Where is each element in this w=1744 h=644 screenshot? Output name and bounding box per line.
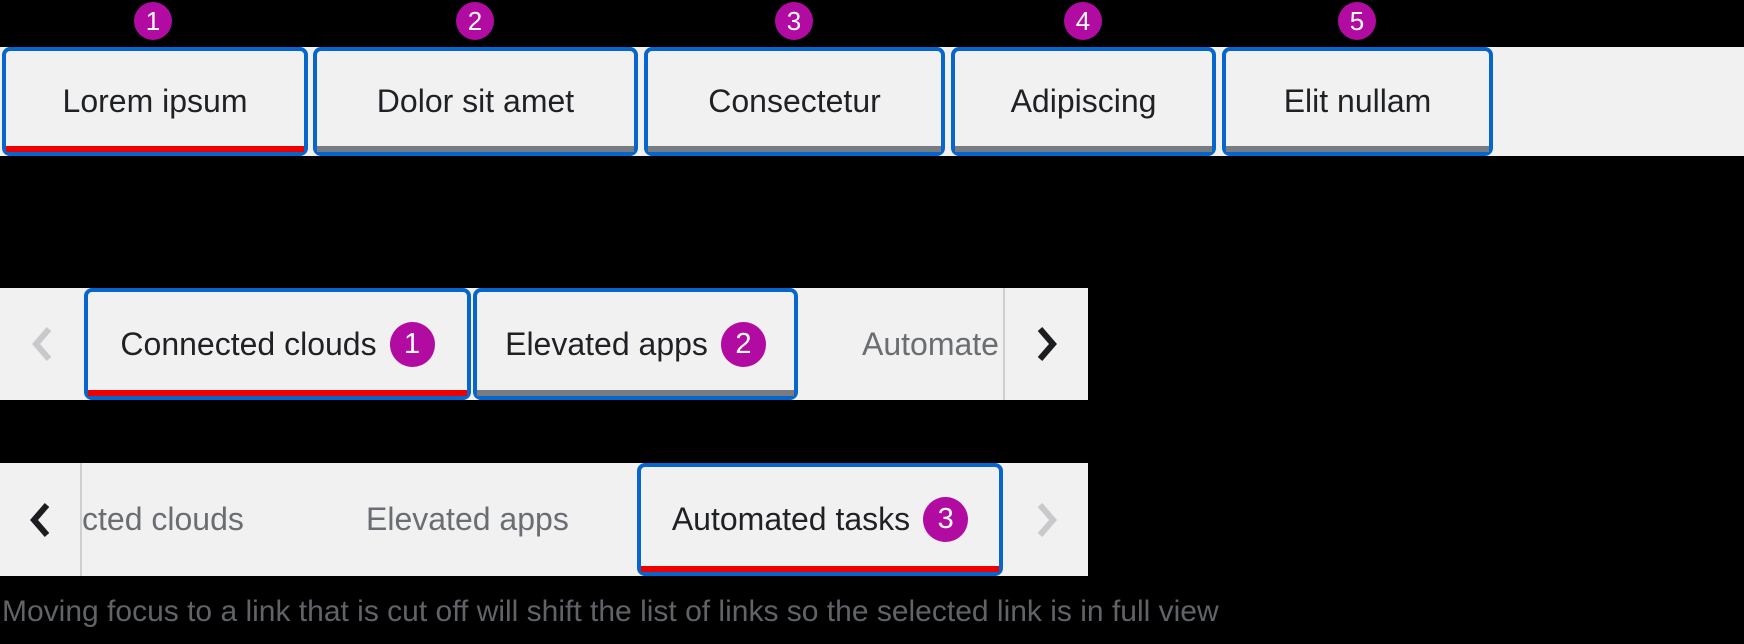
tab-elevated-apps[interactable]: Elevated apps [366, 501, 569, 537]
tab-connected-clouds[interactable]: Connected clouds 1 [84, 288, 471, 400]
annotation-badge-2: 2 [720, 321, 766, 367]
angle-right-icon [1037, 502, 1057, 537]
tab-adipiscing[interactable]: Adipiscing [951, 47, 1216, 156]
selected-underline [6, 146, 304, 152]
tab-label: Automate [862, 325, 999, 362]
scroll-back-button[interactable] [0, 463, 80, 576]
tab-label: Connected clouds [120, 325, 377, 362]
annotation-badge-1: 1 [389, 321, 435, 367]
default-underline [317, 146, 634, 152]
scroll-divider [80, 463, 82, 576]
overflow-tab-bar-start: Connected clouds 1 Elevated apps 2 Autom… [0, 288, 1088, 400]
default-underline [477, 390, 794, 396]
tab-label: Adipiscing [1010, 83, 1157, 119]
selected-underline [88, 390, 467, 396]
tab-label: Dolor sit amet [376, 83, 575, 119]
annotation-badge-3: 3 [923, 497, 969, 542]
selected-underline [641, 566, 999, 572]
annotation-badge-4: 4 [1064, 2, 1102, 40]
tab-lorem-ipsum[interactable]: Lorem ipsum [2, 47, 308, 156]
annotation-badge-2: 2 [456, 2, 494, 40]
tab-label: Consectetur [708, 83, 881, 119]
tab-consectetur[interactable]: Consectetur [644, 47, 945, 156]
annotation-badge-3: 3 [775, 2, 813, 40]
scroll-divider [1003, 288, 1005, 400]
tab-label: Automated tasks [671, 501, 911, 537]
angle-left-icon [30, 502, 50, 537]
tab-label: Elit nullam [1283, 83, 1432, 119]
scroll-forward-button[interactable] [1005, 463, 1088, 576]
angle-right-icon [1037, 327, 1057, 361]
tab-connected-clouds-cut-off[interactable]: cted clouds [82, 501, 244, 537]
angle-left-icon [32, 327, 52, 361]
scrolled-links-region: cted clouds Elevated apps [82, 463, 635, 576]
tab-dolor-sit-amet[interactable]: Dolor sit amet [313, 47, 638, 156]
tab-label: Elevated apps [505, 325, 708, 362]
annotation-badge-5: 5 [1338, 2, 1376, 40]
tab-elevated-apps[interactable]: Elevated apps 2 [473, 288, 798, 400]
focus-order-tab-bar: Lorem ipsum Dolor sit amet Consectetur A… [0, 47, 1744, 156]
default-underline [955, 146, 1212, 152]
tab-automated-tasks-cut-off[interactable]: Automate [798, 288, 1003, 400]
figure-caption: Moving focus to a link that is cut off w… [2, 595, 1219, 628]
overflow-tab-bar-end: cted clouds Elevated apps Automated task… [0, 463, 1088, 576]
scroll-forward-button[interactable] [1005, 288, 1088, 400]
tab-automated-tasks[interactable]: Automated tasks 3 [637, 463, 1003, 576]
default-underline [648, 146, 941, 152]
default-underline [1226, 146, 1489, 152]
scroll-back-button[interactable] [0, 288, 84, 400]
tab-elit-nullam[interactable]: Elit nullam [1222, 47, 1493, 156]
annotation-badge-1: 1 [134, 2, 172, 40]
tab-label: Lorem ipsum [62, 83, 248, 119]
